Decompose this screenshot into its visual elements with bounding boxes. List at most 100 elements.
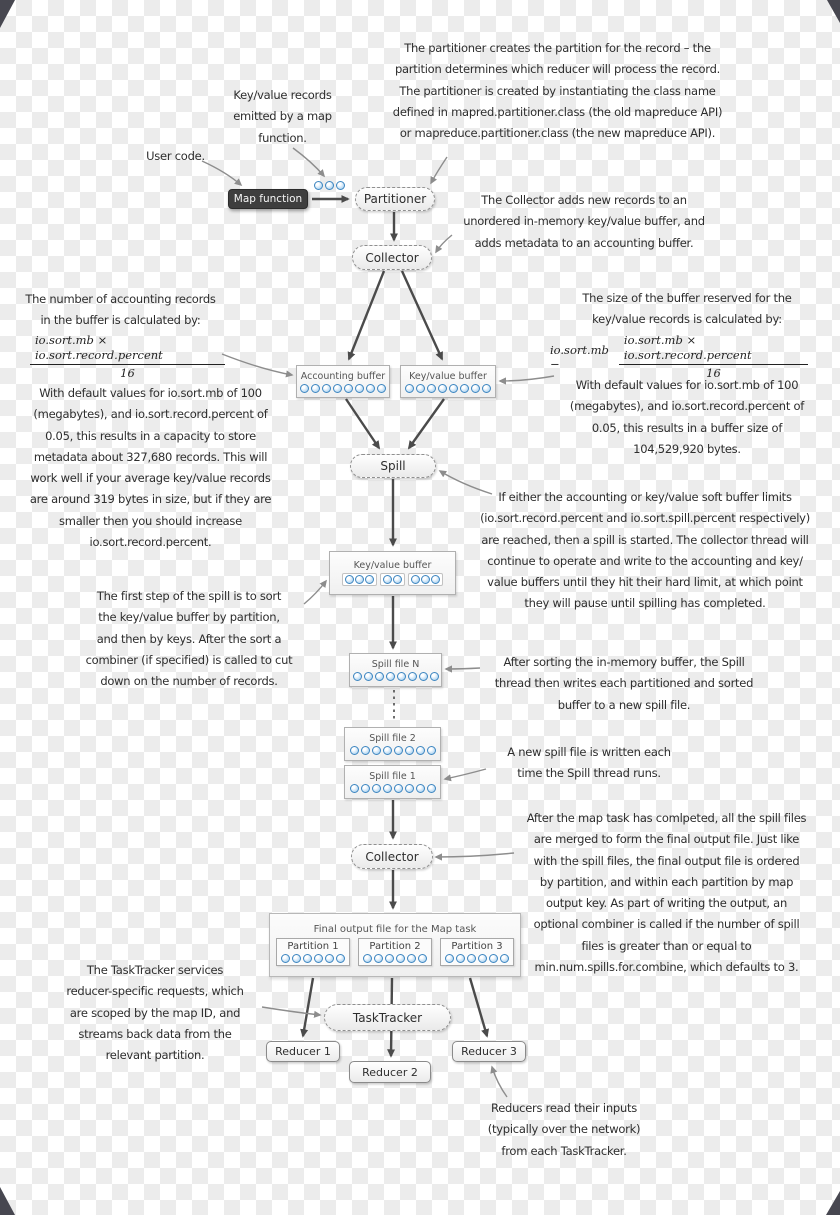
accounting-formula-numerator: io.sort.mb × io.sort.record.percent (30, 333, 225, 365)
collector-top-label: Collector (365, 250, 419, 265)
kv-buffer-sorted-node: Key/value buffer (329, 551, 456, 595)
annotation-collector-note: The Collector adds new records to an uno… (463, 193, 705, 250)
kv-formula-denominator: 16 (706, 365, 721, 380)
accounting-buffer-dots (300, 383, 386, 393)
spill-file-2-node: Spill file 2 (344, 727, 441, 761)
arrow-partition3-to-reducer3 (468, 977, 489, 1038)
map-function-node: Map function (228, 189, 308, 209)
partition-1-box: Partition 1 (276, 938, 350, 966)
annotation-arrow-accounting-formula (221, 353, 294, 378)
collector-bottom-label: Collector (365, 849, 419, 864)
partition-2-label: Partition 2 (369, 941, 421, 952)
annotation-arrow-spill-write-note (444, 665, 481, 673)
arrow-kv-buffer-to-spill (407, 398, 445, 450)
kv-buffer-label: Key/value buffer (409, 370, 487, 382)
reducer-2-node: Reducer 2 (349, 1061, 431, 1083)
reducer-1-node: Reducer 1 (266, 1041, 340, 1062)
annotation-kv-calc-heading: The size of the buffer reserved for the … (582, 291, 792, 327)
tasktracker-node: TaskTracker (324, 1004, 451, 1031)
annotation-spill-write-note: After sorting the in-memory buffer, the … (494, 655, 754, 712)
reducer-1-label: Reducer 1 (275, 1045, 331, 1058)
reducer-3-label: Reducer 3 (461, 1045, 517, 1058)
annotation-sort-note: The first step of the spill is to sort t… (85, 589, 293, 689)
annotation-arrow-kv-records (292, 147, 326, 178)
kv-buffer-sorted-label: Key/value buffer (353, 560, 432, 571)
corner-artifact-tl (0, 0, 15, 28)
sorted-partition-group-3 (408, 573, 443, 586)
annotation-arrow-spill-note (438, 470, 493, 495)
annotation-arrow-new-spill-note (443, 768, 487, 782)
kv-buffer-node: Key/value buffer (400, 365, 496, 398)
final-output-partitions: Partition 1 Partition 2 Partition 3 (276, 938, 514, 966)
accounting-buffer-label: Accounting buffer (300, 370, 386, 382)
annotation-arrow-partitioner-note (430, 156, 448, 185)
annotation-tasktracker-note: The TaskTracker services reducer-specifi… (66, 963, 244, 1063)
spill-file-1-label: Spill file 1 (369, 771, 416, 782)
accounting-formula-fraction: io.sort.mb × io.sort.record.percent 16 (30, 333, 225, 381)
annotation-arrow-kv-formula (498, 375, 555, 385)
annotation-user-code: User code. (146, 149, 205, 163)
accounting-formula: io.sort.mb × io.sort.record.percent 16 (30, 333, 225, 381)
spill-file-1-node: Spill file 1 (344, 765, 441, 799)
map-function-label: Map function (233, 193, 303, 205)
partition-2-box: Partition 2 (358, 938, 432, 966)
annotation-arrow-merge-note (434, 852, 515, 861)
spill-label: Spill (380, 459, 406, 473)
sorted-partition-group-2 (380, 573, 405, 586)
kv-formula-prefix: io.sort.mb − (550, 342, 609, 371)
tasktracker-label: TaskTracker (352, 1010, 423, 1025)
annotation-partitioner-note: The partitioner creates the partition fo… (392, 41, 723, 141)
annotation-accounting-calc-heading: The number of accounting records in the … (25, 292, 216, 328)
annotation-arrow-tasktracker-note (261, 1006, 322, 1018)
corner-artifact-bl (0, 1187, 15, 1215)
spill-file-1-dots (349, 784, 436, 793)
final-output-node: Final output file for the Map task Parti… (269, 913, 521, 977)
spill-file-n-node: Spill file N (349, 653, 442, 687)
arrow-collector-to-kv-buffer (400, 270, 444, 361)
spill-file-2-dots (349, 746, 436, 755)
annotation-kv-records: Key/value records emitted by a map funct… (233, 88, 332, 145)
corner-artifact-br (826, 1191, 840, 1215)
annotation-accounting-calc-body: With default values for io.sort.mb of 10… (29, 386, 272, 549)
kv-formula-numerator: io.sort.mb × io.sort.record.percent (618, 333, 808, 365)
collector-top-node: Collector (352, 245, 432, 270)
accounting-formula-denominator: 16 (120, 365, 135, 380)
kv-formula-fraction: io.sort.mb × io.sort.record.percent 16 (618, 333, 808, 381)
kv-buffer-dots (405, 383, 491, 393)
kv-buffer-sorted-groups (342, 573, 443, 586)
reducer-2-label: Reducer 2 (362, 1065, 418, 1079)
arrow-partition1-to-reducer1 (300, 977, 315, 1038)
partition-3-dots (445, 954, 509, 963)
arrow-collector-to-accounting-buffer (347, 270, 386, 361)
partition-1-label: Partition 1 (287, 941, 339, 952)
annotation-arrow-user-code (201, 160, 243, 187)
annotation-reducers-note: Reducers read their inputs (typically ov… (487, 1101, 641, 1158)
annotation-new-spill-note: A new spill file is written each time th… (507, 745, 671, 781)
sorted-partition-group-1 (342, 573, 377, 586)
annotation-merge-note: After the map task has comlpeted, all th… (526, 811, 807, 974)
spill-file-n-dots (352, 672, 439, 681)
kv-formula: io.sort.mb − io.sort.mb × io.sort.record… (550, 333, 808, 381)
annotation-spill-note: If either the accounting or key/value so… (480, 490, 810, 611)
annotation-arrow-collector-note (435, 234, 453, 254)
spill-file-n-label: Spill file N (371, 659, 420, 670)
partition-1-dots (281, 954, 345, 963)
partitioner-node: Partitioner (355, 187, 435, 211)
record-stream-dots (314, 181, 345, 190)
partition-3-box: Partition 3 (440, 938, 514, 966)
annotation-arrow-reducers-note (490, 1065, 508, 1098)
partitioner-label: Partitioner (363, 192, 427, 206)
annotation-kv-calc-body: With default values for io.sort.mb of 10… (569, 378, 805, 456)
partition-2-dots (363, 954, 427, 963)
spill-file-2-label: Spill file 2 (369, 733, 416, 744)
annotation-arrow-sort-note (303, 579, 327, 605)
accounting-buffer-node: Accounting buffer (296, 365, 390, 398)
spill-node: Spill (350, 454, 436, 478)
corner-artifact-tr (827, 0, 840, 23)
reducer-3-node: Reducer 3 (452, 1041, 526, 1062)
partition-3-label: Partition 3 (451, 941, 503, 952)
arrow-accounting-to-spill (345, 398, 381, 450)
final-output-label: Final output file for the Map task (313, 924, 477, 935)
